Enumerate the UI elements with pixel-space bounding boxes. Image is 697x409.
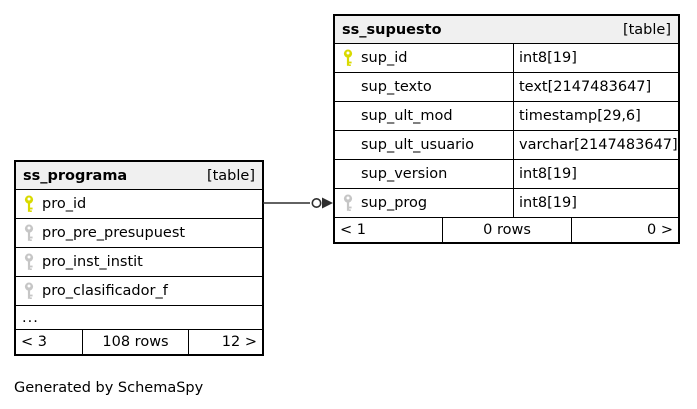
hidden-relations-right: 0 > [571,218,678,242]
table-header[interactable]: ss_programa [table] [16,162,262,189]
column-name: sup_id [361,50,408,66]
column-row: pro_inst_instit [16,247,262,276]
column-row: pro_id [16,189,262,218]
column-type: int8[19] [513,160,678,188]
column-row: pro_clasificador_f [16,276,262,305]
column-name: sup_texto [361,79,432,95]
column-name: pro_id [42,196,87,212]
column-name-cell: sup_prog [335,189,513,217]
column-type: int8[19] [513,44,678,72]
column-name-cell: pro_clasificador_f [16,277,262,305]
entity-table-ss-programa[interactable]: ss_programa [table] pro_id [14,160,264,356]
column-name: sup_prog [361,195,428,211]
column-row: pro_pre_presupuest [16,218,262,247]
column-name-cell: sup_ult_usuario [335,131,513,159]
foreign-key-icon [16,253,42,271]
hidden-relations-left: < 3 [21,334,47,350]
primary-key-icon [335,49,361,67]
column-row: sup_ult_mod timestamp[29,6] [335,101,678,130]
column-row: sup_ult_usuario varchar[2147483647] [335,130,678,159]
fk-relationship-connector [263,197,333,209]
foreign-key-icon [335,194,361,212]
generated-by-caption: Generated by SchemaSpy [14,380,204,396]
table-footer: < 1 0 rows 0 > [335,217,678,242]
column-name: sup_ult_mod [361,108,453,124]
arrowhead-icon [322,197,333,209]
column-name: pro_clasificador_f [42,283,168,299]
table-kind-badge: [table] [622,21,671,38]
column-name-cell: sup_id [335,44,513,72]
column-name: sup_ult_usuario [361,137,475,153]
table-header[interactable]: ss_supuesto [table] [335,16,678,43]
column-name-cell: sup_texto [335,73,513,101]
foreign-key-icon [16,224,42,242]
column-name-cell: pro_id [16,190,262,218]
column-row: sup_id int8[19] [335,43,678,72]
column-type: varchar[2147483647] [513,131,678,159]
table-title: ss_supuesto [342,21,442,38]
column-name-cell: sup_ult_mod [335,102,513,130]
column-name-cell: sup_version [335,160,513,188]
hidden-relations-left: < 1 [340,222,366,238]
column-row: sup_prog int8[19] [335,188,678,217]
primary-key-icon [16,195,42,213]
column-name: sup_version [361,166,448,182]
foreign-key-icon [16,282,42,300]
hidden-relations-right: 12 > [188,330,262,354]
row-count: 0 rows [442,218,571,242]
truncated-columns-indicator: ... [16,305,262,329]
row-count: 108 rows [82,330,188,354]
zero-cardinality-circle-icon [311,198,322,208]
column-type: int8[19] [513,189,678,217]
column-name-cell: pro_inst_instit [16,248,262,276]
column-name: pro_pre_presupuest [42,225,186,241]
column-name-cell: pro_pre_presupuest [16,219,262,247]
column-row: sup_texto text[2147483647] [335,72,678,101]
column-type: text[2147483647] [513,73,678,101]
table-footer: < 3 108 rows 12 > [16,329,262,354]
column-row: sup_version int8[19] [335,159,678,188]
column-name: pro_inst_instit [42,254,143,270]
entity-table-ss-supuesto[interactable]: ss_supuesto [table] sup_id int8[19] [333,14,680,244]
table-title: ss_programa [23,167,128,184]
column-type: timestamp[29,6] [513,102,678,130]
table-kind-badge: [table] [206,167,255,184]
